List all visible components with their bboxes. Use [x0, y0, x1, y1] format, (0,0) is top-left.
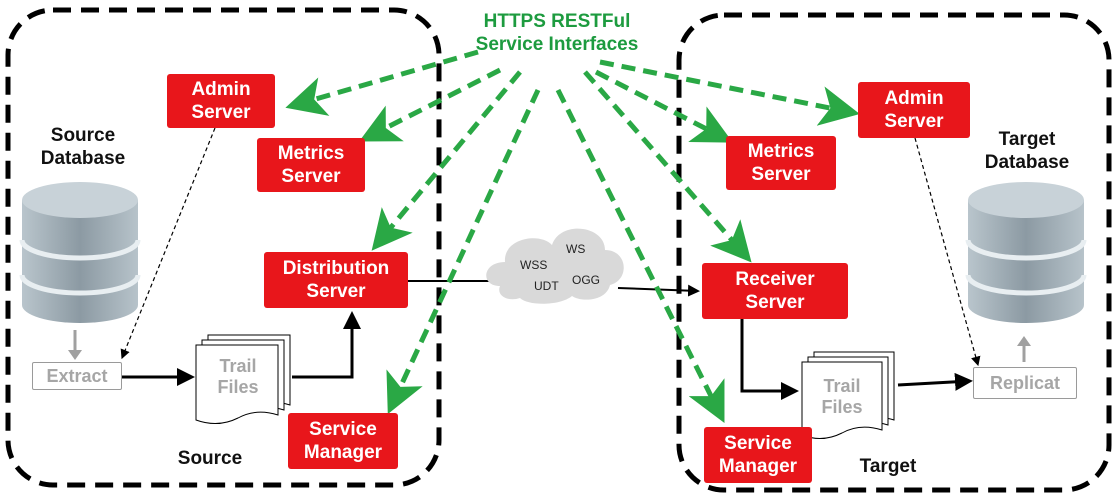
source-distribution-server-line2: Server [306, 281, 366, 302]
source-service-manager-line1: Service [309, 419, 377, 440]
target-receiver-server-line2: Server [745, 292, 805, 313]
trail-to-distribution-arrow [292, 311, 361, 379]
target-region-border [676, 12, 1112, 493]
replicat-process[interactable]: Replicat [973, 367, 1077, 399]
target-database-icon [965, 182, 1087, 323]
target-service-manager-line1: Service [724, 433, 792, 454]
db-to-extract-arrowhead [68, 350, 82, 360]
source-admin-server-line1: Admin [191, 79, 251, 100]
rest-arrow-target-admin [599, 59, 860, 126]
source-metrics-server-line2: Server [281, 166, 341, 187]
rest-arrow-target-metrics [594, 69, 733, 143]
source-trail-files-icon [195, 334, 291, 424]
source-trail-files-line2: Files [217, 377, 259, 397]
rest-interfaces-title: HTTPS RESTFul Service Interfaces [462, 10, 652, 56]
cloud-protocol-ogg: OGG [572, 273, 601, 287]
target-database-label: Target Database [972, 128, 1082, 174]
source-database-label-line2: Database [40, 148, 126, 169]
rest-title-line1: HTTPS RESTFul [483, 11, 631, 32]
source-distribution-server-line1: Distribution [282, 258, 390, 279]
source-database-label: Source Database [28, 124, 138, 170]
rest-arrow-source-admin [285, 49, 479, 116]
target-trail-files-label: Trail Files [802, 376, 882, 418]
rest-arrow-target-manager [555, 88, 725, 423]
rest-arrow-receiver [583, 70, 752, 263]
source-service-manager-line2: Manager [303, 442, 383, 463]
source-trail-files-line1: Trail [219, 356, 257, 376]
admin-to-extract-arrow [120, 127, 216, 360]
source-database-label-line1: Source [50, 125, 116, 146]
rest-arrow-distribution [371, 70, 522, 251]
source-metrics-server-line1: Metrics [277, 143, 345, 164]
source-region-label: Source [177, 448, 243, 469]
target-trail-files-line1: Trail [823, 376, 861, 396]
source-database-icon [19, 182, 141, 323]
target-admin-server-line1: Admin [884, 88, 944, 109]
target-region-label: Target [859, 456, 917, 477]
target-metrics-server-line1: Metrics [747, 141, 815, 162]
cloud-protocol-wss: WSS [520, 258, 548, 272]
receiver-to-trail-arrow [740, 318, 799, 400]
cloud-protocol-ws: WS [566, 242, 586, 256]
network-cloud-icon [486, 228, 624, 304]
source-trail-files-label: Trail Files [198, 356, 278, 398]
target-database-label-line1: Target [998, 129, 1056, 150]
source-admin-server-line2: Server [191, 102, 251, 123]
replicat-to-db-arrowhead [1017, 336, 1031, 346]
target-receiver-server-line1: Receiver [735, 269, 815, 290]
rest-arrows [285, 49, 860, 423]
target-trail-files-icon [801, 351, 895, 439]
source-region-border [5, 7, 442, 488]
rest-arrow-source-metrics [359, 67, 502, 142]
extract-label: Extract [46, 365, 108, 386]
cloud-protocol-udt: UDT [534, 279, 559, 293]
target-metrics-server-line2: Server [751, 164, 811, 185]
target-service-manager-line2: Manager [718, 456, 798, 477]
extract-process[interactable]: Extract [32, 362, 122, 390]
admin-to-replicat-arrow [914, 137, 981, 367]
target-database-label-line2: Database [984, 152, 1070, 173]
target-trail-files-line2: Files [821, 397, 863, 417]
trail-to-replicat-arrow [897, 372, 973, 391]
replicat-label: Replicat [989, 372, 1061, 393]
rest-arrow-source-manager [386, 88, 541, 415]
target-admin-server-line2: Server [884, 111, 944, 132]
rest-title-line2: Service Interfaces [475, 34, 639, 55]
